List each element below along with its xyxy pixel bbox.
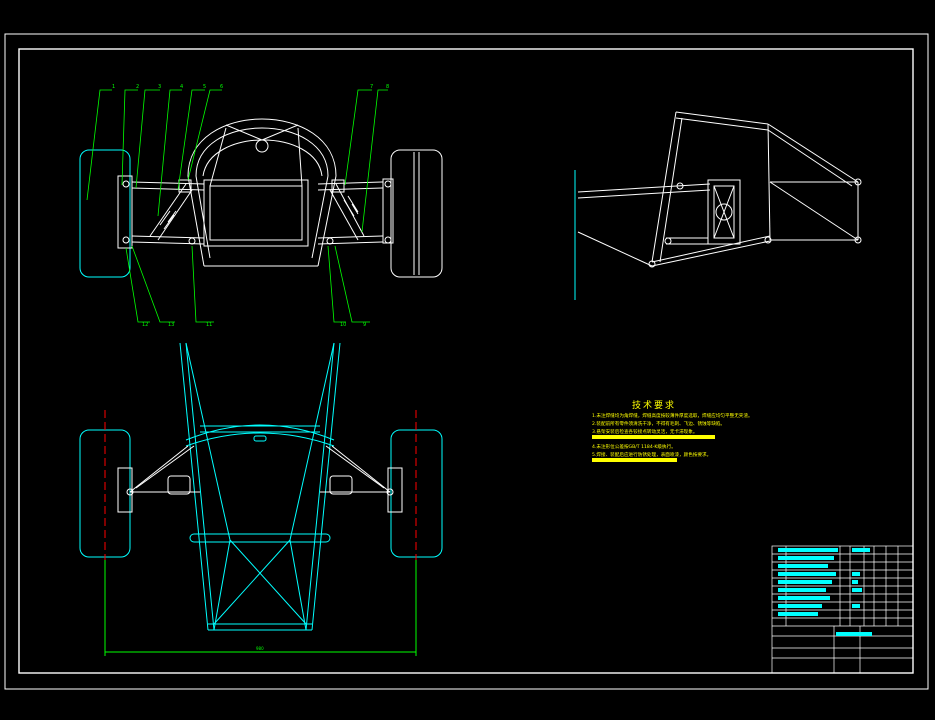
front-view-leaders bbox=[86, 89, 388, 323]
tech-req-line-5: 5.焊接、装配后应进行防锈处理，表面喷漆，颜色按要求。 bbox=[592, 451, 711, 458]
right-shock-absorber bbox=[329, 179, 365, 241]
balloon-3: 3 bbox=[158, 84, 161, 90]
top-view bbox=[79, 342, 443, 656]
side-view bbox=[574, 111, 862, 300]
balloon-9: 9 bbox=[363, 322, 366, 328]
balloon-13: 13 bbox=[168, 322, 174, 328]
front-view-right-wheel bbox=[390, 149, 443, 278]
sheet-inner-border bbox=[18, 48, 914, 674]
tech-requirements-title: 技术要求 bbox=[632, 399, 676, 411]
balloon-1: 1 bbox=[112, 84, 115, 90]
tech-req-line-1: 1.未注焊缝均为角焊缝，焊缝高度按较薄件厚度选取，焊缝应均匀平整无夹渣。 bbox=[592, 412, 753, 419]
balloon-8: 8 bbox=[386, 84, 389, 90]
sheet-outer-border bbox=[4, 33, 929, 690]
front-view bbox=[79, 118, 443, 278]
side-view-upright bbox=[707, 179, 741, 245]
balloon-12: 12 bbox=[142, 322, 148, 328]
chassis-box bbox=[203, 179, 309, 247]
tech-req-line-3: 3.悬架安装后检查各铰接点转动灵活，无卡滞现象。 bbox=[592, 428, 697, 435]
balloon-2: 2 bbox=[136, 84, 139, 90]
front-view-left-wheel bbox=[79, 149, 131, 278]
balloon-10: 10 bbox=[340, 322, 346, 328]
left-upright bbox=[117, 175, 133, 249]
title-block-fills bbox=[778, 548, 872, 636]
tech-req-line-4: 4.未注形位公差按GB/T 1184-K级执行。 bbox=[592, 443, 676, 450]
tech-req-line-2: 2.装配前所有零件须清洗干净，不得有毛刺、飞边、锈蚀等缺陷。 bbox=[592, 420, 725, 427]
balloon-4: 4 bbox=[180, 84, 183, 90]
balloon-7: 7 bbox=[370, 84, 373, 90]
technical-requirements: 技术要求 1.未注焊缝均为角焊缝，焊缝高度按较薄件厚度选取，焊缝应均匀平整无夹渣… bbox=[592, 399, 753, 462]
top-view-track-dimension: 980 bbox=[256, 646, 264, 651]
left-shock-absorber bbox=[149, 179, 193, 241]
tech-req-highlight-1 bbox=[592, 435, 715, 439]
balloon-5: 5 bbox=[203, 84, 206, 90]
front-view-balloon-labels: 1 2 3 4 5 6 7 8 12 13 11 10 9 bbox=[112, 84, 389, 328]
balloon-11: 11 bbox=[206, 322, 212, 328]
tech-req-highlight-2 bbox=[592, 458, 677, 462]
balloon-6: 6 bbox=[220, 84, 223, 90]
